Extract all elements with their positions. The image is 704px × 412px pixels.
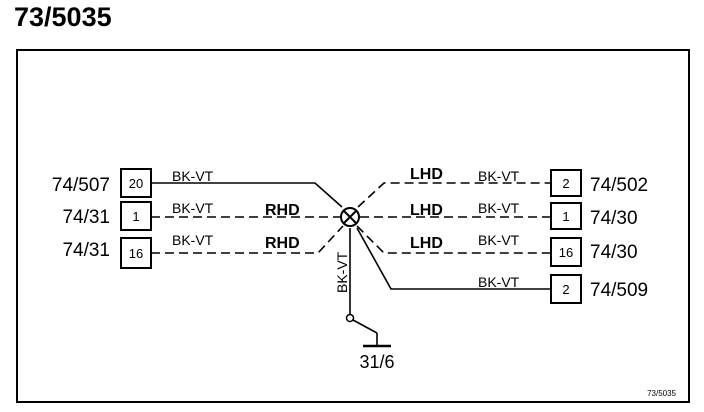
right-connector-2: 1 74/30 BK-VT LHD xyxy=(410,200,638,230)
vertical-wire-label: BK-VT xyxy=(334,251,350,293)
ground-icon xyxy=(345,313,391,348)
variant-label-lhd: LHD xyxy=(410,166,443,183)
variant-label-lhd: LHD xyxy=(410,202,443,219)
wire-color-label: BK-VT xyxy=(478,200,520,216)
page-title: 73/5035 xyxy=(14,2,112,32)
connector-label: 74/509 xyxy=(590,280,648,301)
wire-solid-right-4 xyxy=(356,227,551,290)
left-connector-1: 74/507 20 BK-VT xyxy=(52,168,214,198)
connector-label: 74/507 xyxy=(52,175,110,196)
figure-reference: 73/5035 xyxy=(647,389,676,398)
wire-color-label: BK-VT xyxy=(478,274,520,290)
pin-number: 20 xyxy=(129,176,143,191)
connector-pin-box xyxy=(550,274,582,304)
variant-label-rhd: RHD xyxy=(265,202,300,219)
ground-label: 31/6 xyxy=(359,352,394,372)
wire-color-label: BK-VT xyxy=(478,232,520,248)
right-connector-1: 2 74/502 BK-VT LHD xyxy=(410,166,648,197)
wire-color-label: BK-VT xyxy=(172,232,214,248)
connector-label: 74/31 xyxy=(62,207,110,228)
pin-number: 1 xyxy=(562,209,569,224)
connector-label: 74/30 xyxy=(590,208,638,229)
connector-label: 74/502 xyxy=(590,175,648,196)
pin-number: 16 xyxy=(129,246,143,261)
wire-dashed-right-1 xyxy=(357,182,551,208)
splice-node xyxy=(340,207,360,227)
diagram-frame xyxy=(16,49,690,403)
connector-pin-box xyxy=(120,168,152,198)
connector-pin-box xyxy=(550,237,582,267)
pin-number: 16 xyxy=(559,245,573,260)
wire-dashed-right-3 xyxy=(356,225,551,254)
connector-label: 74/30 xyxy=(590,242,638,263)
variant-label-lhd: LHD xyxy=(410,235,443,252)
pin-number: 2 xyxy=(562,282,569,297)
right-connector-4: 2 74/509 BK-VT xyxy=(478,274,648,304)
connector-pin-box xyxy=(550,202,582,230)
variant-label-rhd: RHD xyxy=(265,235,300,252)
wire-solid-left-1 xyxy=(151,182,343,208)
left-connector-3: 74/31 16 BK-VT RHD xyxy=(62,232,300,269)
connector-pin-box xyxy=(120,201,152,231)
wire-color-label: BK-VT xyxy=(172,168,214,184)
wires xyxy=(151,182,551,314)
right-connector-3: 16 74/30 BK-VT LHD xyxy=(410,232,638,267)
wire-color-label: BK-VT xyxy=(172,200,214,216)
pin-number: 2 xyxy=(562,176,569,191)
wire-color-label: BK-VT xyxy=(478,168,520,184)
connector-label: 74/31 xyxy=(62,240,110,261)
pin-number: 1 xyxy=(132,209,139,224)
left-connector-2: 74/31 1 BK-VT RHD xyxy=(62,200,300,231)
